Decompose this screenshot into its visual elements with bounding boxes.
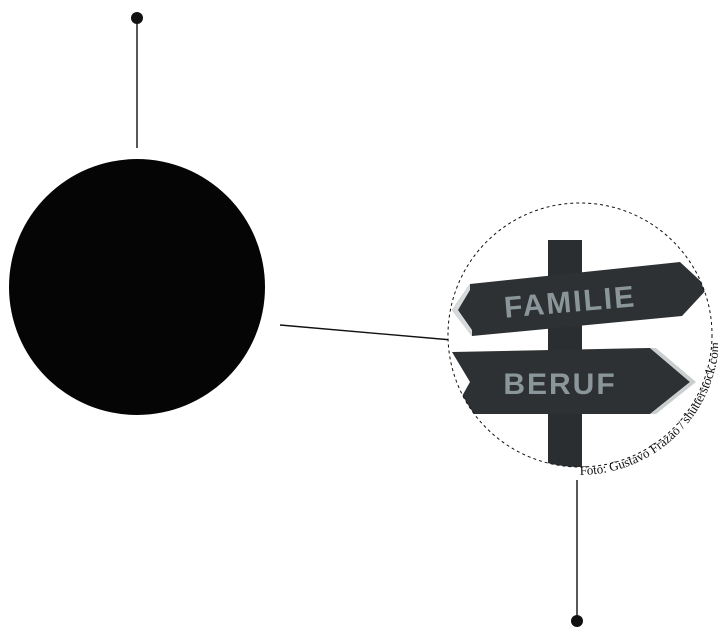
bottom-pin-dot — [571, 615, 583, 627]
black-circle — [9, 159, 265, 415]
bottom-pin — [571, 480, 583, 627]
photo-circle: FAMILIE BERUF — [440, 195, 718, 485]
top-pin — [131, 12, 143, 148]
sign-bottom-text: BERUF — [503, 368, 616, 401]
top-pin-dot — [131, 12, 143, 24]
connector-line — [280, 325, 452, 340]
signpost-photo: FAMILIE BERUF — [440, 195, 718, 485]
